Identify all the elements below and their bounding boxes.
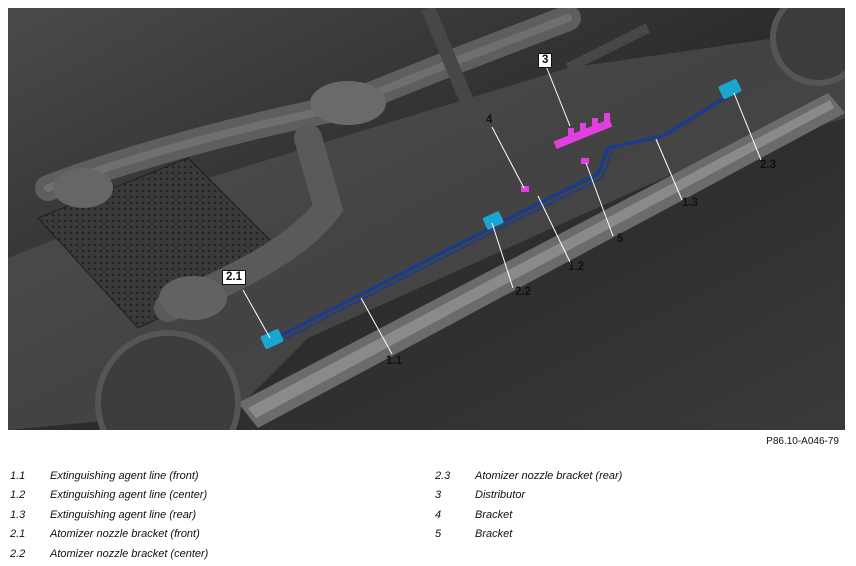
rear-wheel xyxy=(770,8,845,86)
callout-1-1: 1.1 xyxy=(386,355,402,367)
callout-3: 3 xyxy=(538,53,553,68)
callout-2-3: 2.3 xyxy=(760,159,776,171)
legend-text: Atomizer nozzle bracket (center) xyxy=(50,547,209,560)
bracket-4 xyxy=(521,186,529,192)
atomizer-nozzle-bracket-front xyxy=(260,329,284,349)
bracket-5 xyxy=(581,158,589,164)
sill-highlight xyxy=(248,100,834,418)
legend-number: 3 xyxy=(435,489,442,502)
cross-member-rear xyxy=(565,23,651,73)
catalytic-converter-lower xyxy=(159,276,227,320)
legend-item: 2.1 Atomizer nozzle bracket (front) xyxy=(10,525,208,545)
legend-item: 2.2 Atomizer nozzle bracket (center) xyxy=(10,544,208,564)
catalytic-converter-upper xyxy=(310,81,386,125)
legend-number: 2.3 xyxy=(435,469,451,482)
legend-item: 1.1 Extinguishing agent line (front) xyxy=(10,466,208,486)
legend-item: 4 Bracket xyxy=(435,505,622,525)
atomizer-nozzle-bracket-rear xyxy=(718,79,742,99)
distributor xyxy=(553,113,613,149)
legend-text: Atomizer nozzle bracket (front) xyxy=(50,528,200,541)
cross-member xyxy=(421,8,485,131)
legend-number: 1.1 xyxy=(10,469,26,482)
legend-item: 1.2 Extinguishing agent line (center) xyxy=(10,486,208,506)
legend-right: 2.3 Atomizer nozzle bracket (rear) 3 Distr… xyxy=(435,466,622,544)
underbody-diagram: 1.1 1.2 1.3 2.1 2.2 2.3 3 4 5 xyxy=(8,8,845,430)
legend-item: 5 Bracket xyxy=(435,525,622,545)
legend-text: Extinguishing agent line (center) xyxy=(50,489,208,502)
figure-reference-code: P86.10-A046-79 xyxy=(766,436,839,447)
legend-item: 1.3 Extinguishing agent line (rear) xyxy=(10,505,208,525)
callout-5: 5 xyxy=(617,233,624,245)
legend-text: Extinguishing agent line (front) xyxy=(50,469,199,482)
legend-text: Bracket xyxy=(475,508,513,521)
atomizer-nozzle-bracket-center xyxy=(482,211,504,230)
legend-number: 1.3 xyxy=(10,508,26,521)
legend-text: Distributor xyxy=(475,489,526,502)
legend-text: Extinguishing agent line (rear) xyxy=(50,508,197,521)
callout-2-1: 2.1 xyxy=(222,270,246,285)
legend-number: 4 xyxy=(435,508,442,521)
floor-panel xyxy=(8,28,845,430)
callout-1-3: 1.3 xyxy=(682,197,698,209)
catalytic-converter-front xyxy=(53,168,113,208)
callout-1-2: 1.2 xyxy=(568,261,584,273)
legend-text: Atomizer nozzle bracket (rear) xyxy=(475,469,623,482)
legend-number: 5 xyxy=(435,528,442,541)
callout-2-2: 2.2 xyxy=(515,286,531,298)
extinguishing-agent-line-return xyxy=(278,151,613,343)
legend-number: 2.1 xyxy=(10,528,26,541)
underbody-illustration xyxy=(8,8,845,430)
legend-item: 2.3 Atomizer nozzle bracket (rear) xyxy=(435,466,622,486)
legend-number: 1.2 xyxy=(10,489,26,502)
legend-number: 2.2 xyxy=(10,547,26,560)
leader-lines xyxy=(242,65,762,355)
extinguishing-agent-line xyxy=(275,94,729,340)
legend-item: 3 Distributor xyxy=(435,486,622,506)
front-wheel xyxy=(95,330,241,430)
legend-text: Bracket xyxy=(475,528,513,541)
callout-4: 4 xyxy=(486,114,493,126)
